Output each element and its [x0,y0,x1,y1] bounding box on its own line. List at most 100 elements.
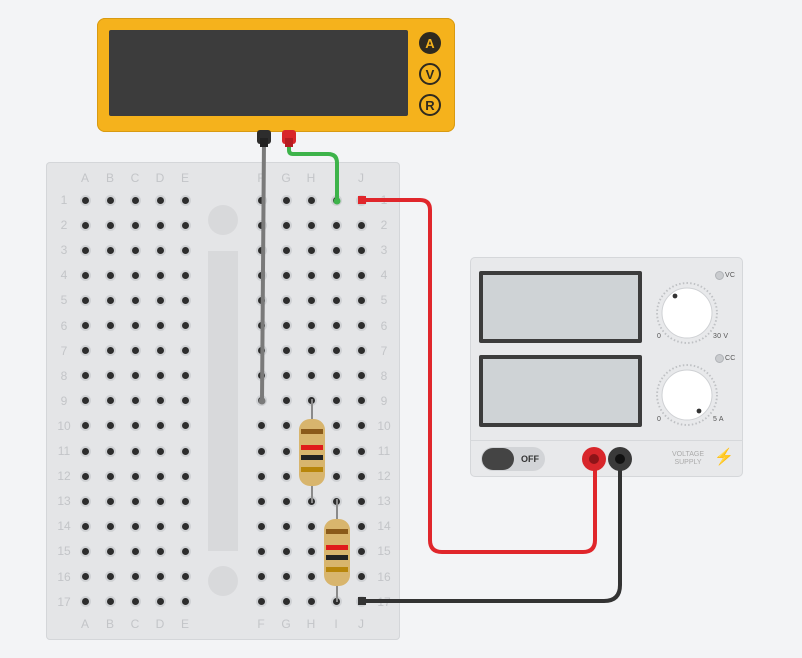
black-wire-end[interactable] [358,597,366,605]
hole-j16[interactable] [357,573,365,580]
hole-a7[interactable] [81,347,89,355]
voltmeter-mode-button[interactable]: V [419,63,441,85]
hole-c10[interactable] [131,422,139,430]
hole-g16[interactable] [282,573,290,580]
hole-c14[interactable] [131,522,139,530]
hole-b10[interactable] [106,422,114,430]
hole-a2[interactable] [81,221,89,229]
hole-j11[interactable] [357,447,365,455]
hole-d1[interactable] [156,196,164,204]
hole-b11[interactable] [106,447,114,455]
hole-g11[interactable] [282,447,290,455]
meter-positive-terminal[interactable] [282,130,296,147]
hole-d2[interactable] [156,221,164,229]
hole-a10[interactable] [81,422,89,430]
hole-f13[interactable] [257,497,265,505]
hole-e2[interactable] [181,221,189,229]
hole-a3[interactable] [81,246,89,254]
hole-a8[interactable] [81,372,89,380]
hole-a13[interactable] [81,497,89,505]
hole-j9[interactable] [357,397,365,405]
hole-d10[interactable] [156,422,164,430]
hole-d6[interactable] [156,322,164,329]
hole-i7[interactable] [332,347,340,355]
hole-c2[interactable] [131,221,139,229]
hole-b4[interactable] [106,271,114,279]
hole-h3[interactable] [307,246,315,254]
hole-a17[interactable] [81,598,89,606]
hole-h14[interactable] [307,522,315,530]
hole-d4[interactable] [156,271,164,279]
hole-g12[interactable] [282,472,290,480]
hole-g3[interactable] [282,246,290,254]
hole-d3[interactable] [156,246,164,254]
hole-c13[interactable] [131,497,139,505]
hole-b13[interactable] [106,497,114,505]
hole-b9[interactable] [106,397,114,405]
hole-g6[interactable] [282,322,290,329]
hole-i6[interactable] [332,322,340,329]
hole-c6[interactable] [131,322,139,329]
voltage-knob[interactable] [656,282,718,344]
hole-c4[interactable] [131,271,139,279]
hole-h17[interactable] [307,598,315,606]
power-switch-thumb[interactable] [482,448,514,470]
hole-e6[interactable] [181,322,189,329]
hole-c12[interactable] [131,472,139,480]
hole-b12[interactable] [106,472,114,480]
hole-i5[interactable] [332,296,340,304]
hole-c11[interactable] [131,447,139,455]
hole-g15[interactable] [282,547,290,555]
hole-j8[interactable] [357,372,365,380]
hole-f1[interactable] [257,196,265,204]
hole-j12[interactable] [357,472,365,480]
hole-g5[interactable] [282,296,290,304]
hole-j13[interactable] [357,497,365,505]
hole-e15[interactable] [181,547,189,555]
hole-h2[interactable] [307,221,315,229]
hole-e8[interactable] [181,372,189,380]
hole-g1[interactable] [282,196,290,204]
hole-f3[interactable] [257,246,265,254]
hole-h15[interactable] [307,547,315,555]
hole-d16[interactable] [156,573,164,580]
hole-e9[interactable] [181,397,189,405]
hole-a5[interactable] [81,296,89,304]
hole-d8[interactable] [156,372,164,380]
hole-e4[interactable] [181,271,189,279]
hole-d17[interactable] [156,598,164,606]
hole-j5[interactable] [357,296,365,304]
hole-h4[interactable] [307,271,315,279]
hole-b16[interactable] [106,573,114,580]
hole-e12[interactable] [181,472,189,480]
hole-c5[interactable] [131,296,139,304]
hole-h16[interactable] [307,573,315,580]
hole-g8[interactable] [282,372,290,380]
psu-negative-terminal[interactable] [608,447,632,471]
resistor-2[interactable] [324,499,350,602]
ohmmeter-mode-button[interactable]: R [419,94,441,116]
hole-i12[interactable] [332,472,340,480]
hole-f11[interactable] [257,447,265,455]
hole-b1[interactable] [106,196,114,204]
hole-d14[interactable] [156,522,164,530]
hole-j2[interactable] [357,221,365,229]
hole-d11[interactable] [156,447,164,455]
hole-j10[interactable] [357,422,365,430]
hole-h8[interactable] [307,372,315,380]
hole-c16[interactable] [131,573,139,580]
hole-c8[interactable] [131,372,139,380]
hole-j4[interactable] [357,271,365,279]
hole-h6[interactable] [307,322,315,329]
hole-b2[interactable] [106,221,114,229]
hole-f10[interactable] [257,422,265,430]
hole-g14[interactable] [282,522,290,530]
hole-d15[interactable] [156,547,164,555]
hole-b7[interactable] [106,347,114,355]
hole-e3[interactable] [181,246,189,254]
hole-e1[interactable] [181,196,189,204]
hole-j3[interactable] [357,246,365,254]
hole-d13[interactable] [156,497,164,505]
hole-i10[interactable] [332,422,340,430]
